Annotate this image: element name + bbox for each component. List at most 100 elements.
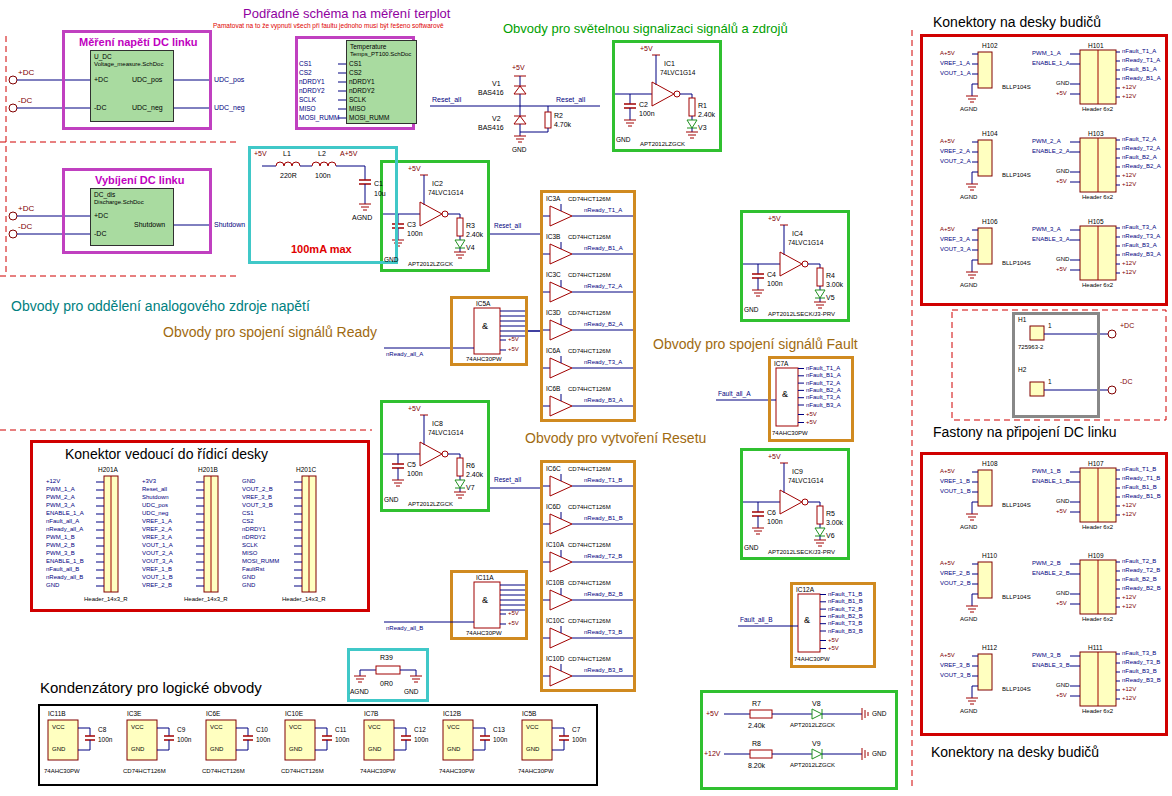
wire xyxy=(820,594,826,595)
wire xyxy=(398,468,399,480)
net-label: +5V xyxy=(408,405,421,413)
wire xyxy=(630,94,631,104)
wire xyxy=(1116,607,1120,608)
wire xyxy=(972,240,978,241)
symbol xyxy=(817,506,823,524)
wire xyxy=(1070,696,1080,697)
symbol xyxy=(817,268,823,286)
wire xyxy=(561,280,562,287)
wire xyxy=(1116,699,1120,700)
symbol xyxy=(689,98,695,116)
wire xyxy=(518,142,522,143)
net-label: +12V xyxy=(1122,594,1136,601)
wire xyxy=(1116,61,1120,62)
wire xyxy=(1098,652,1099,706)
wire xyxy=(460,476,461,480)
net-label: nFault_B2_A xyxy=(1122,154,1157,161)
wire xyxy=(460,488,461,492)
net-label: VOUT_1_B xyxy=(940,488,971,495)
net-label: & xyxy=(482,596,488,606)
wire xyxy=(820,536,821,540)
wire xyxy=(500,311,525,312)
wire xyxy=(398,454,399,464)
wire xyxy=(1070,94,1080,95)
wire xyxy=(383,454,420,455)
net-label: nReady_all_A xyxy=(386,351,423,358)
net-label: IC11A xyxy=(476,574,494,581)
net-label: -DC xyxy=(18,97,32,106)
net-label: AGND xyxy=(352,214,372,222)
net-port xyxy=(9,230,17,238)
net-label: GND xyxy=(52,746,65,753)
wire xyxy=(543,330,550,331)
wire xyxy=(315,728,327,729)
net-label: CD74HCT126M xyxy=(568,272,611,279)
net-label: GND xyxy=(616,136,630,143)
and-gate-symbol xyxy=(798,594,820,652)
wire xyxy=(1116,580,1120,581)
net-label: L2 xyxy=(318,150,326,158)
wire xyxy=(756,534,760,535)
net-label: nFault_T2_B xyxy=(828,606,862,613)
net-label: 2.40k xyxy=(466,231,483,239)
net-label: V6 xyxy=(826,532,835,540)
wire xyxy=(338,64,346,65)
net-port xyxy=(674,91,680,97)
wire xyxy=(564,728,565,736)
net-label: 2.40k xyxy=(698,111,715,119)
net-label: VOUT_2_A xyxy=(142,550,173,557)
ic-power-symbol xyxy=(206,720,236,760)
net-label: GND xyxy=(512,146,526,153)
sheet-title: DC_dis xyxy=(94,191,115,198)
wire xyxy=(772,754,812,755)
net-label: C2 xyxy=(639,101,648,109)
net-label: nReady_T1_A xyxy=(584,207,622,214)
net-label: Fault_all_B xyxy=(740,616,773,623)
wire xyxy=(820,524,821,528)
wire xyxy=(500,605,525,606)
net-label: +5V xyxy=(508,336,519,343)
net-label: PWM_1_A xyxy=(1032,50,1061,57)
net-label: nDRDY2 xyxy=(299,87,325,94)
wire xyxy=(384,622,474,623)
net-label: 0R0 xyxy=(380,680,393,688)
wire xyxy=(1070,240,1080,241)
group-box: Obvody pro oddělení analogového zdroje n… xyxy=(248,146,398,264)
wire xyxy=(157,728,169,729)
net-label: H101 xyxy=(1088,42,1104,49)
gate-symbol xyxy=(420,202,442,226)
wire xyxy=(561,204,562,211)
wire xyxy=(814,540,826,541)
wire xyxy=(798,405,804,406)
connector-symbol xyxy=(1080,226,1116,280)
net-label: Reset_all xyxy=(494,222,521,229)
wire xyxy=(1116,255,1120,256)
net-label: VOUT_1_A xyxy=(142,542,173,549)
net-label: IC6B xyxy=(546,385,560,392)
net-label: GND xyxy=(744,544,758,551)
net-label: 10u xyxy=(374,190,386,198)
net-label: +5V xyxy=(508,346,519,353)
wire xyxy=(414,682,418,683)
wire xyxy=(758,502,759,512)
wire xyxy=(970,278,974,279)
net-label: nReady_T1_A xyxy=(1122,57,1160,64)
net-label: MOSI_RUMM xyxy=(242,558,279,565)
connector-symbol xyxy=(104,476,118,592)
wire xyxy=(972,84,978,85)
group-heading: Konektory na desky budičů xyxy=(933,15,1101,30)
net-label: IC9 xyxy=(792,468,803,476)
wire xyxy=(294,570,302,571)
net-label: UDC_neg xyxy=(142,510,168,517)
gate-symbol xyxy=(815,528,825,536)
wire xyxy=(338,73,346,74)
wire xyxy=(1116,176,1120,177)
wire xyxy=(1098,468,1099,522)
wire xyxy=(1116,97,1120,98)
wire xyxy=(365,184,366,204)
net-label: nReady_T3_A xyxy=(584,359,622,366)
wire xyxy=(758,278,759,290)
wire xyxy=(500,340,506,341)
net-label: VCC xyxy=(52,724,65,731)
ic-power-symbol xyxy=(443,720,473,760)
